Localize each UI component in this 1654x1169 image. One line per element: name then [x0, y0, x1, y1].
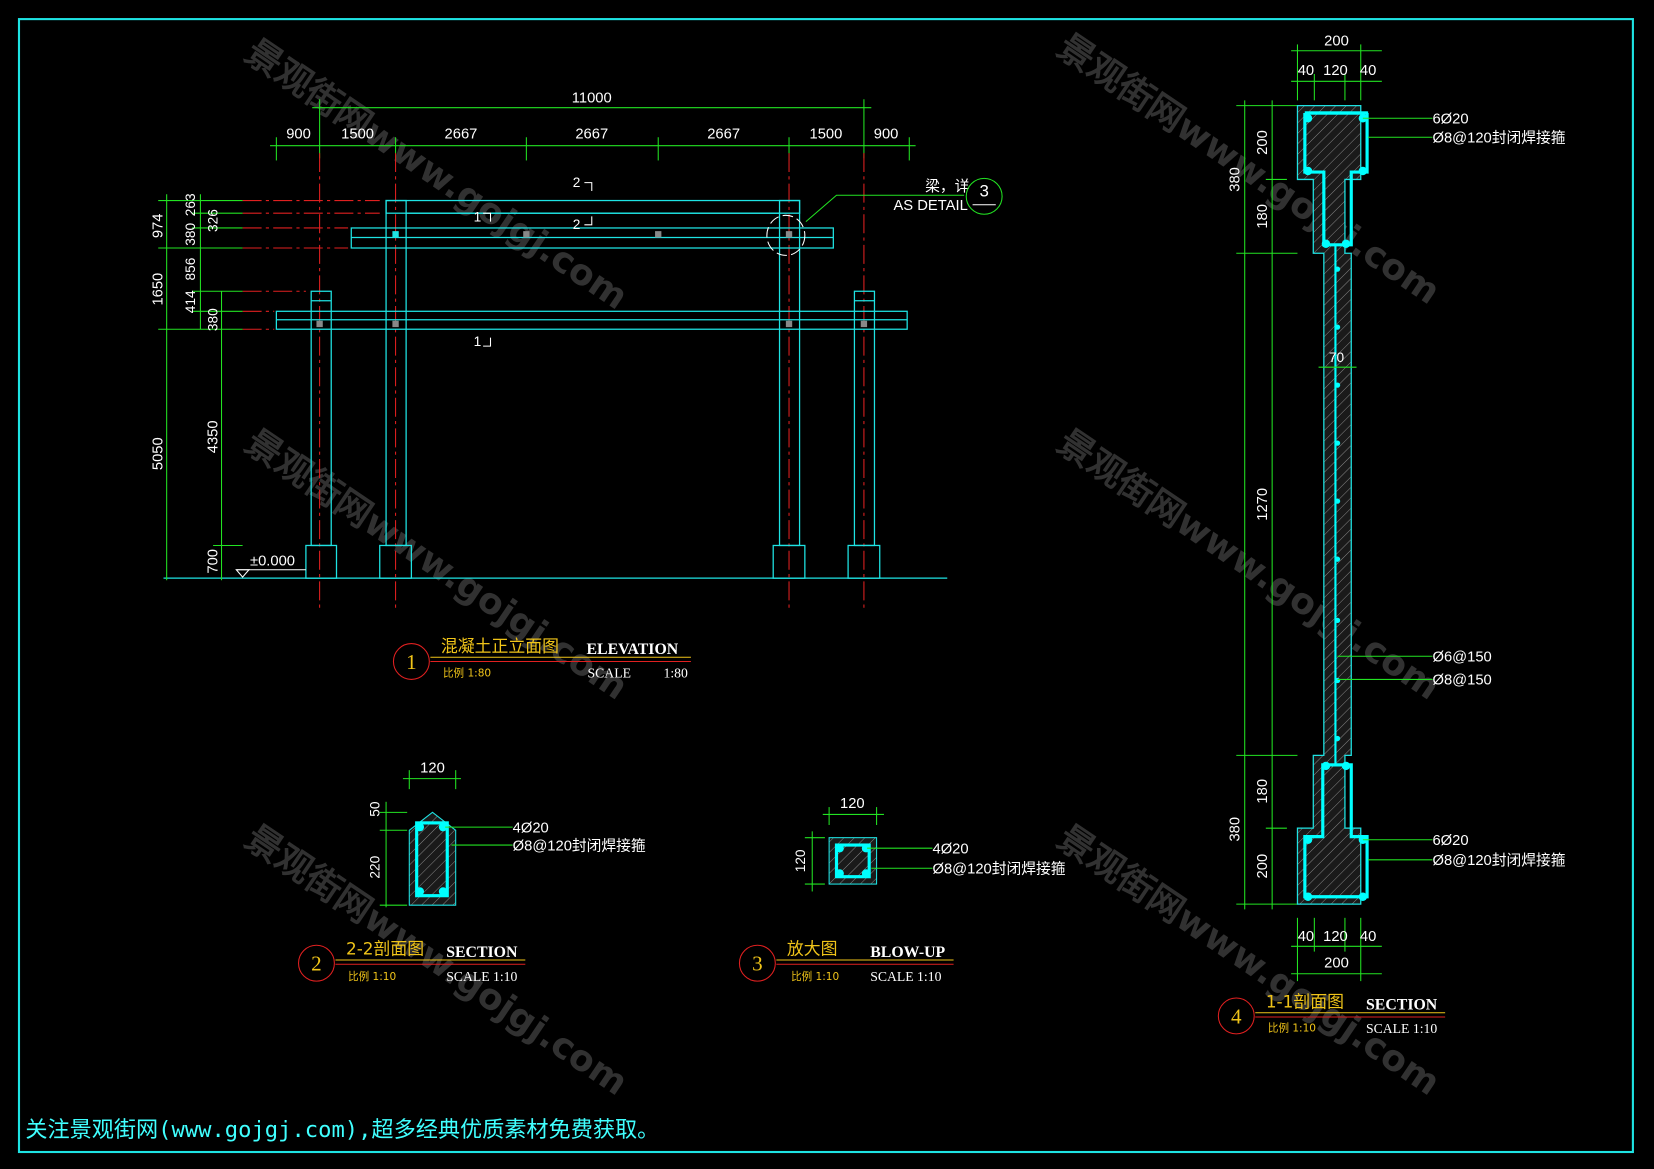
dim-seg: 900	[286, 126, 311, 142]
section-mark: 2	[573, 175, 581, 190]
dim-top-part: 120	[1323, 63, 1348, 79]
watermark: 景观街网www.gojgj.com	[1050, 26, 1447, 313]
title-number: 4	[1231, 1004, 1242, 1028]
dim-856: 856	[183, 257, 198, 280]
level-label: ±0.000	[250, 554, 295, 570]
title-en: SECTION	[1366, 997, 1438, 1014]
title-scale: 1:80	[663, 665, 688, 680]
dim-height: 220	[368, 855, 383, 878]
dim-height: 120	[793, 849, 808, 872]
dim-seg: 2667	[445, 126, 478, 142]
dim-top: 50	[368, 801, 383, 817]
dim-width: 120	[420, 760, 445, 776]
title-cn: 混凝土正立面图	[441, 636, 559, 656]
level-marker: ±0.000	[235, 554, 306, 578]
dim-380: 380	[183, 222, 198, 245]
title-number: 2	[311, 952, 322, 976]
rebar-label: Ø8@150	[1432, 673, 1491, 689]
title-en: BLOW-UP	[870, 944, 945, 961]
dim-bottom-total: 200	[1324, 955, 1349, 971]
dim-seg: 1500	[341, 126, 374, 142]
dim-414: 414	[183, 290, 198, 313]
dim-seg: 2667	[707, 126, 740, 142]
section-mark: 1	[474, 334, 482, 349]
dim-263: 263	[183, 193, 198, 216]
section-mark: 2	[573, 217, 581, 232]
title-scale-cn: 比例 1:10	[791, 970, 839, 983]
rebar-label: 6Ø20	[1432, 112, 1468, 128]
footer-promo-text: 关注景观街网(www.gojgj.com),超多经典优质素材免费获取。	[25, 1117, 659, 1143]
dim-web: 70	[1329, 350, 1345, 365]
dim-left: 180	[1255, 779, 1271, 804]
title-number: 3	[752, 952, 763, 976]
title-scale: SCALE 1:10	[1366, 1021, 1437, 1036]
title-number: 1	[406, 650, 417, 674]
detail-ref: 3	[979, 181, 988, 200]
rebar-label: 4Ø20	[513, 820, 549, 836]
elevation-drawing: 11000 900 1500 2667 2667 2667 1500 900	[150, 90, 1003, 680]
title-scale: SCALE 1:10	[446, 969, 517, 984]
drawing-frame	[17, 18, 1634, 1154]
stirrup-label: Ø8@120封闭焊接箍	[513, 837, 646, 854]
dim-bottom-part: 120	[1323, 929, 1348, 945]
dim-seg: 1500	[810, 126, 843, 142]
watermark: 景观街网www.gojgj.com	[238, 422, 635, 709]
rebar-label: 6Ø20	[1432, 833, 1468, 849]
dim-326: 326	[205, 209, 220, 232]
dim-left: 380	[1227, 817, 1243, 842]
section-2-title: 2 2-2剖面图 SECTION 比例 1:10 SCALE 1:10	[297, 939, 526, 984]
dim-bottom-part: 40	[1298, 929, 1314, 945]
title-cn: 2-2剖面图	[346, 939, 424, 959]
dim-top-part: 40	[1298, 63, 1314, 79]
section-4-title: 4 1-1剖面图 SECTION 比例 1:10 SCALE 1:10	[1217, 991, 1446, 1036]
title-scale-cn: 比例 1:10	[348, 970, 396, 983]
section-mark: 1	[474, 210, 482, 225]
dim-5050: 5050	[150, 437, 166, 470]
dim-seg: 900	[874, 126, 899, 142]
section-2-drawing: 120 50 220 4Ø20 Ø8@120封闭焊接箍 2 2-2剖面图 SEC…	[297, 760, 646, 984]
dim-bottom-part: 40	[1360, 929, 1376, 945]
title-scale-cn: 比例 1:80	[443, 666, 491, 679]
dim-1650: 1650	[150, 273, 166, 306]
detail-note-cn: 梁，详	[925, 178, 970, 195]
dim-left: 200	[1255, 130, 1271, 155]
dim-left: 380	[1227, 167, 1243, 192]
dim-total: 11000	[572, 90, 612, 106]
title-en: ELEVATION	[586, 641, 678, 658]
dim-width: 120	[840, 796, 865, 812]
title-scale-cn: 比例 1:10	[1268, 1022, 1316, 1035]
dim-380b: 380	[205, 308, 220, 331]
stirrup-label: Ø8@120封闭焊接箍	[1432, 130, 1565, 147]
rebar-label: Ø6@150	[1432, 650, 1491, 666]
dim-seg: 2667	[575, 126, 608, 142]
title-cn: 1-1剖面图	[1266, 991, 1344, 1011]
title-scale: SCALE 1:10	[870, 969, 941, 984]
stirrup-label: Ø8@120封闭焊接箍	[1432, 852, 1565, 869]
detail-note-en: AS DETAIL	[893, 198, 967, 214]
dim-left: 200	[1255, 854, 1271, 879]
watermark: 景观街网www.gojgj.com	[1050, 817, 1447, 1104]
section-3-drawing: 120 120 4Ø20 Ø8@120封闭焊接箍 3 放大图 BLOW-UP 比…	[738, 796, 1066, 984]
elevation-title: 1 混凝土正立面图 ELEVATION 比例 1:80 SCALE 1:80	[392, 636, 691, 680]
section-4-drawing: 200 40 120 40 380 200 180 1270 380 180 2…	[1217, 33, 1566, 1036]
centerlines	[242, 153, 865, 610]
dim-left: 180	[1255, 204, 1271, 229]
watermark: 景观街网www.gojgj.com	[1050, 422, 1447, 709]
title-en: SECTION	[446, 944, 518, 961]
stirrup-label: Ø8@120封闭焊接箍	[932, 861, 1065, 878]
frame-structure	[163, 199, 948, 579]
section-3-title: 3 放大图 BLOW-UP 比例 1:10 SCALE 1:10	[738, 939, 954, 984]
title-cn: 放大图	[787, 939, 838, 959]
dim-700: 700	[205, 549, 221, 574]
dim-4350: 4350	[205, 420, 221, 453]
dim-top-part: 40	[1360, 63, 1376, 79]
title-scale-label: SCALE	[588, 665, 631, 680]
rebar-label: 4Ø20	[932, 841, 968, 857]
dim-top-total: 200	[1324, 33, 1349, 49]
dim-left: 1270	[1255, 488, 1271, 521]
dim-974: 974	[150, 214, 166, 239]
